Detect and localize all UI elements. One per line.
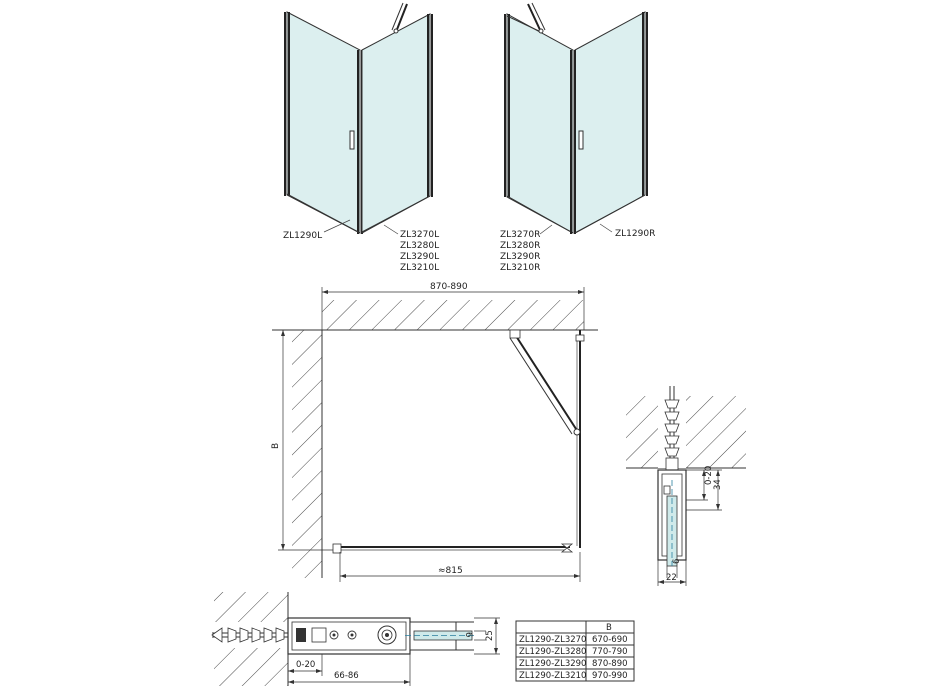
right-fixed-panel-glass: [506, 13, 574, 234]
table-row-1-model: ZL1290-ZL3270: [519, 635, 586, 645]
wall-anchor-vertical: [664, 386, 680, 471]
right-door-label: ZL1290R: [615, 229, 655, 239]
dimension-table: B ZL1290-ZL3270 670-690 ZL1290-ZL3280 77…: [515, 620, 635, 682]
right-3d-view: ZL3270R ZL3280R ZL3290R ZL3210R ZL1290R: [500, 2, 655, 273]
horizontal-height-label: 25: [485, 630, 495, 641]
plan-width-label: 870-890: [430, 282, 468, 292]
left-panel-label-1: ZL3270L: [400, 230, 439, 240]
vertical-profile-detail: 0-20 34 6 22: [626, 386, 746, 586]
left-panel-label-4: ZL3210L: [400, 263, 439, 273]
table-header-b: B: [606, 623, 612, 633]
left-3d-view: ZL1290L ZL3270L ZL3280L ZL3290L ZL3210L: [283, 2, 439, 273]
vertical-glass-label: 6: [672, 559, 682, 564]
right-door-handle: [578, 130, 584, 150]
table-row-2-model: ZL1290-ZL3280: [519, 647, 586, 657]
left-wall: [292, 330, 322, 578]
left-panel-label-2: ZL3280L: [400, 241, 439, 251]
horizontal-range-label: 66-86: [334, 671, 359, 681]
plan-door-width-label: ≈815: [438, 566, 463, 576]
table-row-1-b: 670-690: [592, 635, 628, 645]
table-row-3-model: ZL1290-ZL3290: [519, 659, 586, 669]
right-panel-label-1: ZL3270R: [500, 230, 540, 240]
vertical-base-label: 22: [666, 573, 677, 583]
vertical-profile-label: 34: [713, 479, 723, 490]
top-wall: [322, 300, 584, 330]
horizontal-adjust-label: 0-20: [296, 660, 315, 670]
left-fixed-panel-glass: [361, 13, 431, 234]
horizontal-glass-label: 6: [463, 632, 473, 637]
table-row-2-b: 770-790: [592, 647, 628, 657]
plan-view: 870-890 B ≈815: [271, 282, 598, 582]
left-door-label: ZL1290L: [283, 231, 322, 241]
right-door-glass: [574, 11, 646, 234]
right-panel-label-3: ZL3290R: [500, 252, 540, 262]
left-panel-label-3: ZL3290L: [400, 252, 439, 262]
right-panel-label-4: ZL3210R: [500, 263, 540, 273]
left-door-handle: [349, 130, 355, 150]
table-row-3-b: 870-890: [592, 659, 628, 669]
table-row-4-b: 970-990: [592, 671, 628, 681]
table-row-4-model: ZL1290-ZL3210: [519, 671, 586, 681]
plan-depth-label: B: [271, 443, 281, 449]
right-panel-label-2: ZL3280R: [500, 241, 540, 251]
wall-anchor-horizontal: [211, 627, 294, 643]
horizontal-profile-detail: 6 25 0-20 66-86: [211, 592, 500, 686]
vertical-adjust-label: 0-20: [704, 466, 714, 485]
